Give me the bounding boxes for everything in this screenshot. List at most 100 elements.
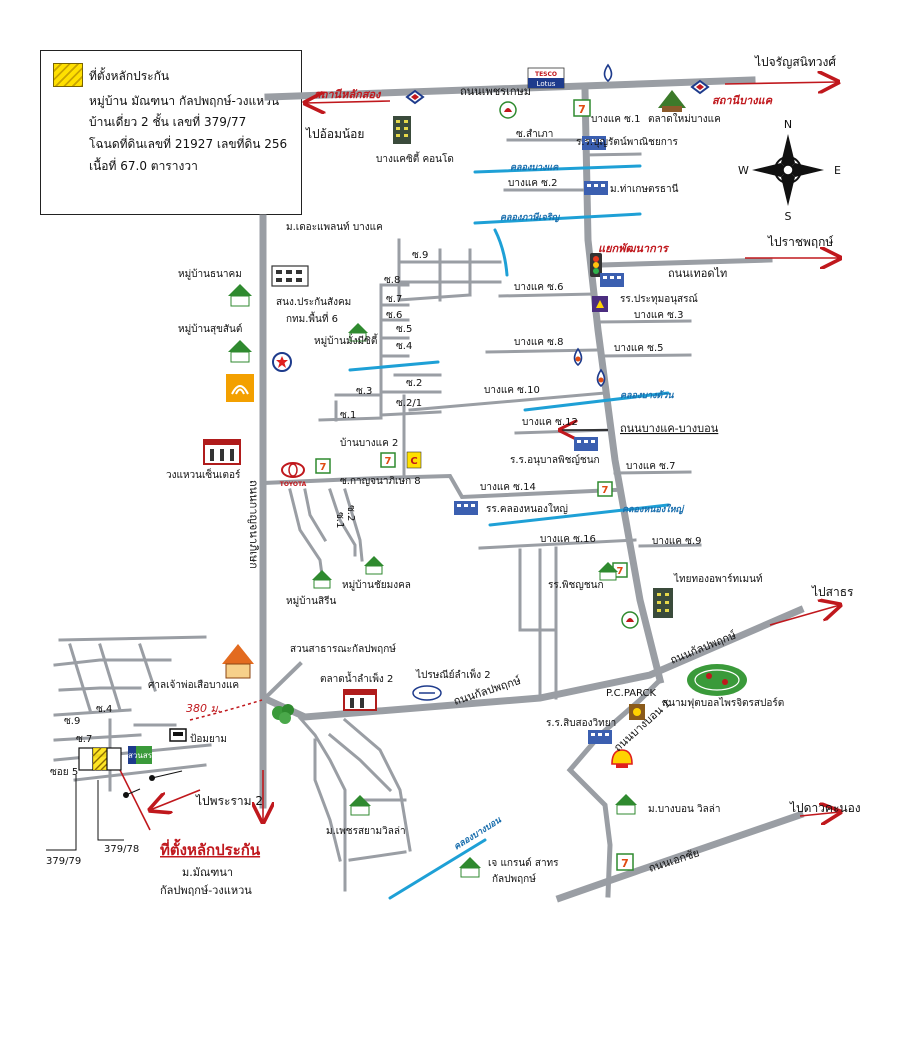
toyota-text: TOYOTA [280, 481, 307, 488]
legend-line-3: โฉนดที่ดินเลขที่ 21927 เลขที่ดิน 256 [89, 137, 288, 151]
hatch-swatch-icon [53, 63, 83, 87]
road-label-kanchana: ถนนกาญจนาภิเษก [247, 480, 260, 569]
road-lower-diagonal [260, 661, 303, 703]
place-thanakhom: หมู่บ้านธนาคม [178, 268, 242, 280]
distance-label: 380 ม. [186, 702, 221, 715]
house-379-79: 379/79 [46, 856, 81, 867]
place-park: สวนสาธารณะกัลปพฤกษ์ [290, 643, 396, 655]
soi-a7: ซ.7 [386, 294, 402, 305]
road-bangkhae-bangbon [581, 86, 665, 685]
school-icon [582, 136, 606, 150]
guard-post-icon [169, 728, 187, 742]
bts-station-icon [690, 79, 710, 95]
place-talat-nam: ตลาดน้ำลำเพ็ง 2 [320, 671, 393, 685]
park-tree-icon [272, 704, 294, 724]
dest-rama2: ไปพระราม 2 [195, 794, 263, 808]
bank-logo-icon [592, 296, 608, 312]
legend-line-2: บ้านเดี่ยว 2 ชั้น เลขที่ 379/77 [89, 115, 247, 129]
condo-building-icon [393, 116, 411, 144]
soi-b2: ซ.2 [345, 505, 356, 521]
toyota-logo: TOYOTA [280, 462, 307, 488]
soi-label-5: บางแค ซ.5 [614, 343, 664, 354]
place-mangmee: หมู่บ้านมั่งมีซิตี้ [314, 333, 378, 347]
tesco-text: TESCO [535, 71, 557, 78]
fuel-station-icon [573, 347, 583, 367]
minor-roads [53, 138, 702, 892]
svg-text:C: C [410, 456, 417, 467]
lamp-icon [149, 770, 183, 781]
compass-west: W [738, 164, 749, 177]
soi-label-16: บางแค ซ.16 [540, 534, 596, 545]
road-label-ekachai: ถนนเอกชัย [647, 846, 701, 875]
place-talat-mai: ตลาดใหม่บางแค [648, 113, 721, 125]
soi-label-9: บางแค ซ.9 [652, 536, 702, 547]
shell-icon [611, 749, 633, 768]
canal-nong-yai [488, 503, 670, 527]
road-label-thoet-thai: ถนนเทอดไท [668, 267, 727, 280]
compass-south: S [785, 210, 792, 223]
pc-park-icon [629, 704, 645, 720]
soi-a8: ซ.8 [384, 275, 400, 286]
place-post: ไปรษณีย์ลำเพ็ง 2 [415, 667, 491, 681]
place-thaitong: ไทยทองอพาร์ทเมนท์ [673, 573, 763, 585]
soi-b1: ซ.1 [334, 512, 345, 528]
arrow-to-sathorn-icon [769, 605, 840, 626]
road-ekachai [555, 810, 805, 903]
place-sala: ศาลเจ้าพ่อเสือบางแค [148, 679, 239, 691]
intersection-label: แยกพัฒนาการ [598, 242, 670, 255]
canal-label-bang-bon: คลองบางบอน [452, 815, 504, 852]
road-kanchana8 [260, 473, 618, 500]
soi-label-samrao: ซ.สำเภา [516, 129, 553, 140]
poi-icons: TESCO Lotus 7 7 7 7 7 7 C [46, 63, 747, 878]
soi-a4: ซ.4 [396, 341, 412, 352]
soi-label-1: บางแค ซ.1 [591, 114, 641, 125]
bank-icon [621, 611, 639, 629]
place-chaimongkhon: หมู่บ้านชัยมงคล [342, 579, 411, 591]
place-sukhasan: หมู่บ้านสุขสันต์ [178, 323, 242, 335]
soi-label-12: บางแค ซ.12 [522, 417, 578, 428]
soi-c5: ซอย 5 [50, 767, 78, 778]
house-icon [598, 562, 618, 581]
svg-text:7: 7 [617, 566, 624, 577]
place-boonyarat: ร.ร.บุญรัตน์พาณิชยการ [576, 136, 678, 148]
school-icon [588, 730, 612, 744]
post-office-icon [412, 685, 442, 701]
place-wongwaen: วงแหวนเซ็นเตอร์ [166, 467, 241, 481]
school-icon [454, 501, 478, 515]
star-station-icon [272, 352, 292, 372]
seven-eleven-icon: 7 [616, 853, 634, 871]
dest-charan: ไปจรัญสนิทวงศ์ [754, 55, 836, 69]
legend-line-1: หมู่บ้าน มัณฑนา กัลปพฤกษ์-วงแหวน [89, 94, 280, 108]
market-building-icon [343, 689, 377, 711]
station-bang-khae: สถานีบางแค [712, 94, 773, 107]
road-label-phetkasem: ถนนเพชรเกษม [460, 85, 531, 98]
svg-text:7: 7 [578, 103, 586, 116]
house-icon [615, 794, 637, 815]
dest-sathorn: ไปสาธร [811, 585, 854, 599]
distance-dashed-line [189, 699, 263, 721]
legend-box: ที่ตั้งหลักประกัน หมู่บ้าน มัณฑนา กัลปพฤ… [40, 50, 302, 215]
compass-north: N [784, 118, 792, 131]
tesco-lotus-logo: TESCO Lotus [527, 67, 565, 89]
svg-text:7: 7 [621, 857, 629, 870]
soi-a2: ซ.2 [406, 378, 422, 389]
traffic-light-icon [590, 253, 602, 277]
house-pointer-line-2 [97, 780, 124, 841]
office-building-icon [271, 265, 309, 287]
canal-label-bang-khae: คลองบางแค [510, 163, 559, 173]
school-icon [600, 273, 624, 287]
dest-om-noi: ไปอ้อมน้อย [305, 127, 364, 141]
site-line-1: ม.มัณฑนา [182, 866, 233, 879]
place-sibsong: ร.ร.สิบสองวิทยา [546, 718, 616, 729]
soi-label-8: บางแค ซ.8 [514, 337, 564, 348]
canal-label-phasi: คลองภาษีเจริญ [500, 212, 560, 223]
place-sso-2: กทม.พื้นที่ 6 [286, 311, 338, 325]
place-sso: สนง.ประกันสังคม [276, 297, 351, 308]
soi-label-2: บางแค ซ.2 [508, 178, 558, 189]
dest-ratchaphruek: ไปราชพฤกษ์ [767, 235, 834, 249]
bts-station-icon [405, 89, 425, 105]
small-park-icon [128, 746, 152, 764]
soi-label-10: บางแค ซ.10 [484, 385, 540, 396]
road-label-kanchana8: ซ.กาญจนาภิเษก 8 [340, 476, 421, 487]
house-icon [349, 795, 371, 816]
